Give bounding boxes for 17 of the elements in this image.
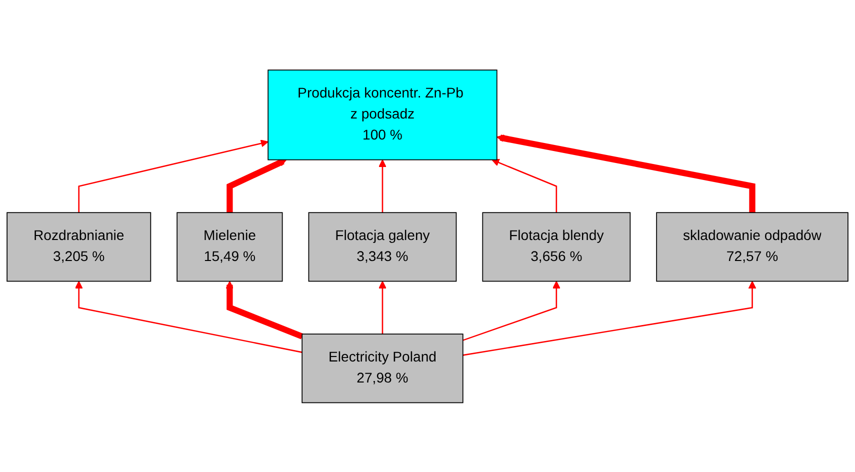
arrow xyxy=(492,158,558,212)
arrow xyxy=(496,134,756,212)
arrow xyxy=(462,280,756,356)
arrow xyxy=(226,158,287,212)
node-box: Mielenie 15,49 % xyxy=(176,212,283,282)
node-box: Flotacja blendy 3,656 % xyxy=(482,212,631,282)
node-box: Flotacja galeny 3,343 % xyxy=(308,212,457,282)
arrow xyxy=(462,280,560,341)
arrow xyxy=(74,280,302,353)
node-box: skladowanie odpadów 72,57 % xyxy=(656,212,848,282)
arrow xyxy=(78,139,268,212)
node-box: Electricity Poland 27,98 % xyxy=(302,333,464,403)
arrow xyxy=(378,280,386,334)
node-box: Produkcja koncentr. Zn-Pb z podsadz 100 % xyxy=(268,69,498,160)
node-box: Rozdrabnianie 3,205 % xyxy=(6,212,152,282)
arrow xyxy=(226,280,304,339)
arrow xyxy=(378,159,386,212)
